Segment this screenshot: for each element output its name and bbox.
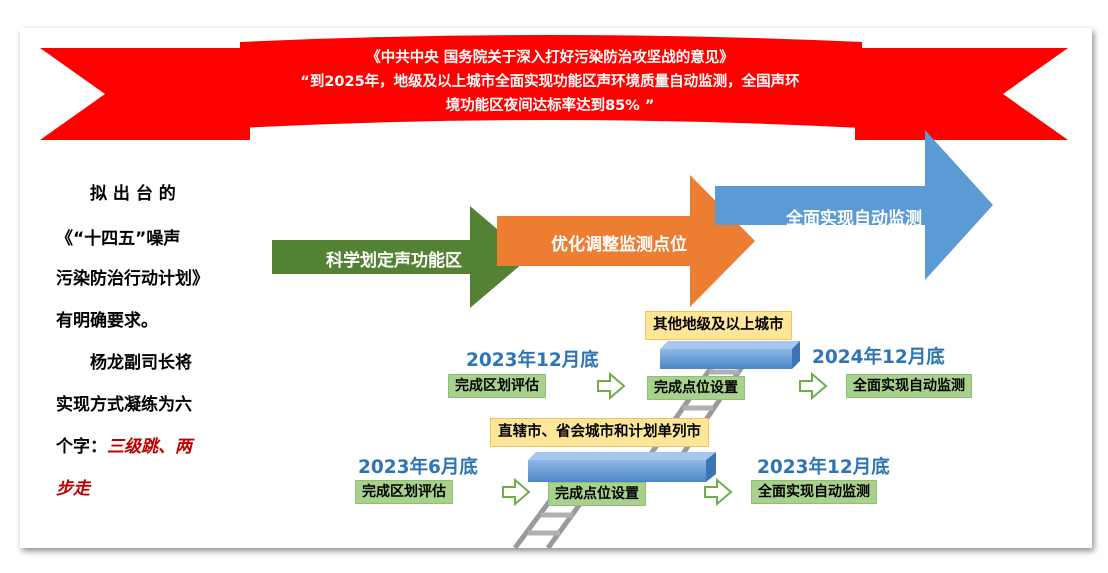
step-arrow-3 [715,130,993,280]
left-text-emphasis1: 三级跳、两 [107,437,192,457]
banner-title: 《中共中央 国务院关于深入打好污染防治攻坚战的意见》 [366,50,734,66]
left-text-prefix: 个字： [56,437,107,457]
date-upper-end: 2024年12月底 [812,347,945,368]
banner-quote-line1: “到2025年，地级及以上城市全面实现功能区声环境质量自动监测，全国声环 [300,74,800,90]
left-text-line6: 实现方式凝练为六 [56,395,192,415]
left-text-line5: 杨龙副司长将 [90,353,192,373]
left-text-line2: 《“十四五”噪声 [56,229,181,249]
date-lower-start: 2023年6月底 [358,457,478,478]
left-text-line1: 拟 出 台 的 [90,184,176,204]
date-upper-start: 2023年12月底 [466,350,599,371]
step-1-label: 科学划定声功能区 [326,251,462,271]
step-3-label: 全面实现自动监测 [786,209,922,229]
task-upper-1: 完成区划评估 [448,374,546,398]
left-text-emphasis2: 步走 [56,479,90,499]
flow-arrow-upper-2 [799,371,828,401]
flow-arrow-lower-2 [704,477,733,507]
group-upper: 其他地级及以上城市 [645,311,792,340]
task-lower-3: 全面实现自动监测 [751,480,877,504]
platform-upper [660,341,800,369]
left-text-line4: 有明确要求。 [56,311,158,331]
task-lower-2: 完成点位设置 [548,482,646,506]
group-lower: 直辖市、省会城市和计划单列市 [490,418,709,447]
platform-lower [528,452,716,482]
red-banner [40,35,1068,140]
flow-arrow-upper-1 [597,371,626,401]
step-arrow-2 [497,175,755,307]
step-arrow-1 [272,206,530,308]
date-lower-end: 2023年12月底 [757,457,890,478]
banner-quote-line2: 境功能区夜间达标率达到85% ” [445,98,655,114]
task-lower-1: 完成区划评估 [355,480,453,504]
flow-arrows [502,371,828,507]
flow-arrow-lower-1 [502,477,531,507]
left-text-line7: 个字：三级跳、两 [56,436,192,458]
step-2-label: 优化调整监测点位 [551,235,687,255]
task-upper-3: 全面实现自动监测 [846,374,972,398]
left-text-line3: 污染防治行动计划》 [56,269,209,289]
task-upper-2: 完成点位设置 [647,376,745,400]
